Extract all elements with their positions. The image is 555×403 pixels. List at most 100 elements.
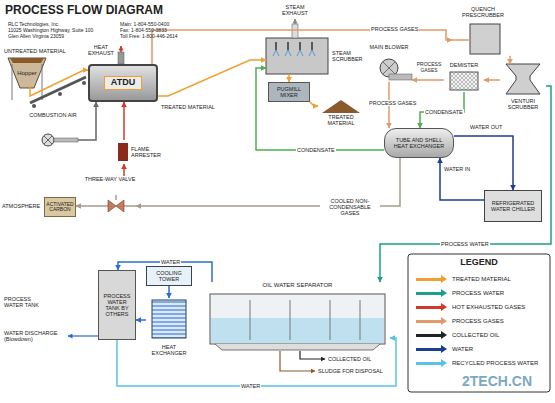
atdu-drum: ATDU <box>88 64 158 102</box>
node-text: FLAME ARRESTER <box>131 146 168 158</box>
flow-label: PROCESS GASES <box>368 100 417 106</box>
legend-row: TREATED MATERIAL <box>416 276 511 283</box>
hopper-box: Hopper <box>10 60 44 86</box>
annotation-label: COLLECTED OIL <box>328 356 390 362</box>
node-text: DEMISTER <box>444 62 484 68</box>
company-info: RLC Technologies, Inc. <box>8 22 116 28</box>
legend-swatch <box>416 362 442 365</box>
flame-arrester: FLAME ARRESTER <box>116 140 168 164</box>
heat-exhaust-stack <box>118 46 124 64</box>
annotation-label: UNTREATED MATERIAL <box>4 48 74 54</box>
legend-box <box>408 254 550 392</box>
company-info: Toll Free: 1-800-446-2614 <box>120 34 200 40</box>
venturi-scrubber: VENTURI SCRUBBER <box>500 64 546 110</box>
flow-line <box>30 70 88 96</box>
node-text: OIL WATER SEPARATOR <box>205 282 390 289</box>
annotation-label: ATMOSPHERE <box>2 203 43 209</box>
legend-text: HOT EXHAUSTED GASES <box>452 304 525 311</box>
legend-text: PROCESS GASES <box>452 318 504 325</box>
legend-swatch <box>416 334 442 337</box>
flow-label: WATER <box>240 383 261 389</box>
legend-text: TREATED MATERIAL <box>452 276 511 283</box>
legend-swatch <box>416 306 442 309</box>
flow-label: WATER <box>160 259 181 265</box>
annotation-label: WATER DISCHARGE (Blowdown) <box>4 330 66 342</box>
quench-prescrubber: QUENCH PRESCRUBBER <box>452 6 514 56</box>
legend-row: HOT EXHAUSTED GASES <box>416 304 525 311</box>
flow-line <box>440 158 484 200</box>
oil-water-separator: OIL WATER SEPARATOR <box>205 282 390 346</box>
main-blower: MAIN BLOWER <box>366 44 412 82</box>
three-way-valve: THREE-WAY VALVE <box>84 176 136 214</box>
blowdown-outlet <box>68 335 98 336</box>
node-text: Hopper <box>10 70 44 77</box>
flow-line <box>136 319 146 321</box>
flow-line <box>412 79 444 81</box>
flow-line <box>288 74 290 82</box>
steam-scrubber-vessel <box>266 19 328 74</box>
pugmill-mixer: PUGMILL MIXER <box>268 82 310 102</box>
quench-vessel <box>452 24 500 54</box>
flame-arrester-symbol <box>118 143 128 161</box>
company-info: Glen Allen Virginia 23059 <box>8 34 116 40</box>
combustion-air-fan: COMBUSTION AIR <box>28 112 78 148</box>
node-text: ATDU <box>104 76 142 90</box>
node-text: REFRIGERATED WATER CHILLER <box>488 200 538 212</box>
flow-label: COOLED NON-CONDENSABLE GASES <box>320 198 380 216</box>
node-text: COMBUSTION AIR <box>28 112 78 118</box>
flow-line <box>380 86 551 282</box>
sludge-outlet <box>280 351 315 371</box>
three-way-valve-symbol <box>84 195 136 212</box>
annotation-label: LEGEND <box>408 258 550 268</box>
flow-line <box>76 205 84 207</box>
legend-text: COLLECTED OIL <box>452 332 499 339</box>
demister-mesh <box>450 72 478 90</box>
flow-label: PROCESS GASES <box>370 26 419 32</box>
flow-label: CONDENSATE <box>296 147 336 153</box>
legend-row: RECYCLED PROCESS WATER <box>416 360 538 367</box>
flow-line <box>256 68 384 150</box>
flow-line <box>78 102 96 140</box>
annotation-label: STEAM EXHAUST <box>272 4 318 16</box>
flow-line <box>509 56 511 64</box>
flow-line <box>454 136 513 190</box>
node-text: COOLING TOWER <box>147 270 191 282</box>
demister: DEMISTER <box>444 62 484 92</box>
flow-line <box>117 338 396 386</box>
material-pile <box>322 100 360 113</box>
flow-label: CONDENSATE <box>424 109 464 115</box>
tube-shell-exchanger: TUBE AND SHELL HEAT EXCHANGER <box>384 128 454 158</box>
watermark: 2TECH.CN <box>462 374 552 389</box>
combustion-fan <box>42 134 78 146</box>
node-text: THREE-WAY VALVE <box>84 176 136 182</box>
treated-material-pile: TREATED MATERIAL <box>318 100 364 126</box>
legend-text: WATER <box>452 346 473 353</box>
node-text: STEAM SCRUBBER <box>332 50 370 62</box>
annotation-label: PROCESS WATER TANK <box>4 296 50 308</box>
legend-swatch <box>416 292 442 295</box>
flow-label: TREATED MATERIAL <box>160 104 216 110</box>
flow-line <box>152 30 452 64</box>
heat-exchanger-fins <box>152 300 186 338</box>
node-text: TUBE AND SHELL HEAT EXCHANGER <box>389 137 449 149</box>
node-text: ACTIVATED CARBON <box>45 202 75 213</box>
annotation-label: WATER IN <box>444 166 480 172</box>
legend-text: RECYCLED PROCESS WATER <box>452 360 538 367</box>
legend-row: PROCESS WATER <box>416 290 504 297</box>
legend-row: WATER <box>416 346 473 353</box>
oil-outlet <box>300 351 325 359</box>
flow-line <box>123 102 125 140</box>
flow-line <box>123 164 125 176</box>
flow-line <box>168 286 170 298</box>
annotation-label: PROCESS GASES <box>414 62 444 73</box>
annotation-label: SLUDGE FOR DISPOSAL <box>318 368 392 374</box>
process-water-tank: PROCESS WATER TANK BY OTHERS <box>98 270 136 340</box>
company-info: Fax: 1-804-550-3833 <box>120 28 200 34</box>
blower-symbol <box>380 59 412 80</box>
diagram-title: PROCESS FLOW DIAGRAM <box>5 4 163 17</box>
flow-label: PROCESS WATER <box>440 241 490 247</box>
carbon-filter: ACTIVATED CARBON <box>44 197 76 217</box>
